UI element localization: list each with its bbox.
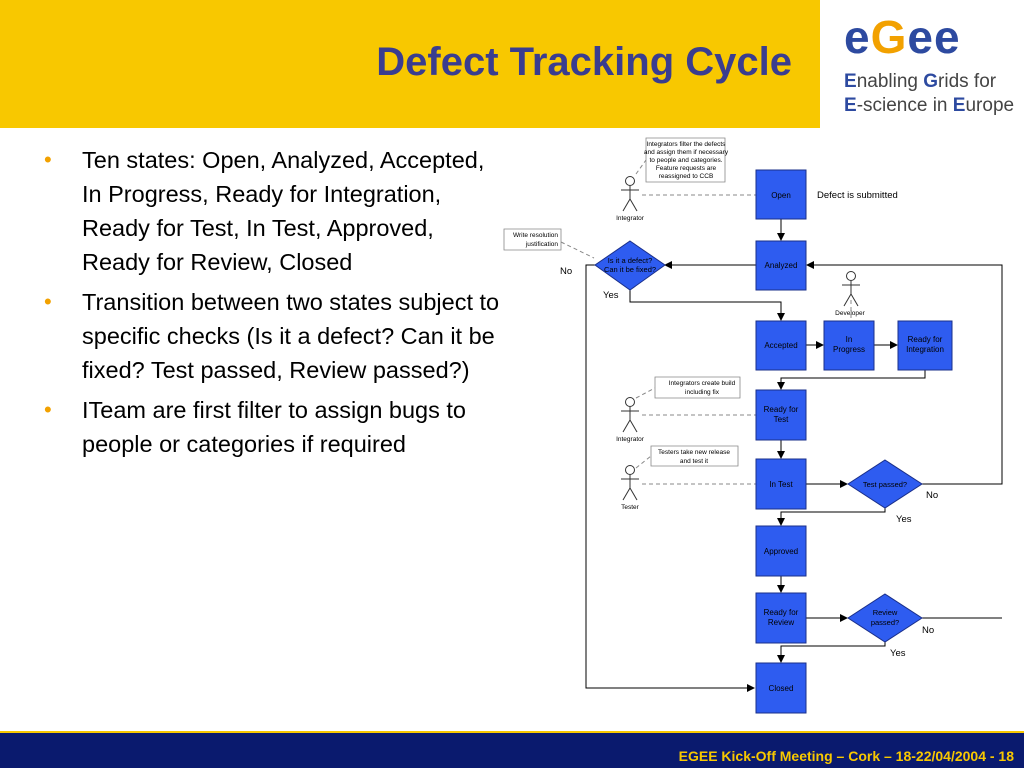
note-write-resolution: Write resolution justification xyxy=(503,228,562,251)
svg-text:Test passed?: Test passed? xyxy=(863,480,907,489)
decision-is-defect: Is it a defect? Can it be fixed? xyxy=(594,240,666,291)
svg-text:Accepted: Accepted xyxy=(764,341,797,350)
note-testers-take: Testers take new release and test it xyxy=(650,445,739,467)
state-ready-for-integration: Ready for Integration xyxy=(897,320,953,371)
footer-text: EGEE Kick-Off Meeting – Cork – 18-22/04/… xyxy=(678,748,1014,764)
state-analyzed: Analyzed xyxy=(755,240,807,291)
svg-text:and test it: and test it xyxy=(680,458,708,465)
no-label: No xyxy=(922,625,934,636)
association-lines xyxy=(560,159,852,485)
svg-text:Open: Open xyxy=(771,191,791,200)
svg-text:Integration: Integration xyxy=(906,345,944,354)
integrator-label: Integrator xyxy=(616,215,645,222)
svg-text:Ready for: Ready for xyxy=(764,405,799,414)
svg-text:passed?: passed? xyxy=(871,618,899,627)
svg-text:Ready for: Ready for xyxy=(908,335,943,344)
bullet-item: •ITeam are first filter to assign bugs t… xyxy=(44,393,500,461)
note-integrators-filter: Integrators filter the defects and assig… xyxy=(644,137,729,183)
svg-text:Can it be fixed?: Can it be fixed? xyxy=(604,265,656,274)
yes-label: Yes xyxy=(603,290,619,301)
state-in-progress: In Progress xyxy=(823,320,875,371)
bullet-list: •Ten states: Open, Analyzed, Accepted, I… xyxy=(44,143,500,467)
svg-text:In: In xyxy=(846,335,853,344)
svg-text:Review: Review xyxy=(768,618,794,627)
svg-text:Testers take new release: Testers take new release xyxy=(658,449,730,456)
logo-tagline-1: Enabling Grids for xyxy=(844,71,997,92)
footer-bar: EGEE Kick-Off Meeting – Cork – 18-22/04/… xyxy=(0,733,1024,768)
state-ready-for-test: Ready for Test xyxy=(755,389,807,441)
logo-g: G xyxy=(870,11,908,63)
svg-text:justification: justification xyxy=(525,241,559,248)
logo-wordmark: eGee xyxy=(844,14,961,60)
flow-connectors xyxy=(585,219,1003,692)
footer-accent-line xyxy=(0,731,1024,733)
yes-label: Yes xyxy=(896,514,912,525)
bullet-dot-icon: • xyxy=(44,147,52,172)
bullet-item: •Ten states: Open, Analyzed, Accepted, I… xyxy=(44,143,500,279)
state-ready-for-review: Ready for Review xyxy=(755,592,807,644)
svg-text:Closed: Closed xyxy=(769,684,794,693)
yes-label: Yes xyxy=(890,648,906,659)
developer-actor-icon xyxy=(842,271,860,307)
decision-test-passed: Test passed? xyxy=(847,459,923,509)
logo-tagline-2: E-science in Europe xyxy=(844,95,1015,116)
state-accepted: Accepted xyxy=(755,320,807,371)
svg-text:and assign them if necessary: and assign them if necessary xyxy=(644,149,729,156)
svg-text:including fix: including fix xyxy=(685,389,720,396)
integrator-actor-icon xyxy=(621,176,639,212)
svg-text:In Test: In Test xyxy=(769,480,793,489)
tester-label: Tester xyxy=(621,504,640,511)
integrator-label: Integrator xyxy=(616,436,645,443)
svg-text:to people and categories.: to people and categories. xyxy=(650,157,723,164)
svg-text:Review: Review xyxy=(873,608,898,617)
state-closed: Closed xyxy=(755,662,807,714)
svg-text:Feature requests are: Feature requests are xyxy=(656,165,717,172)
bullet-dot-icon: • xyxy=(44,289,52,314)
bullet-dot-icon: • xyxy=(44,397,52,422)
svg-text:Approved: Approved xyxy=(764,547,798,556)
no-label: No xyxy=(926,490,938,501)
tester-actor-icon xyxy=(621,465,639,501)
defect-flowchart: Open Analyzed Accepted In Progress Ready… xyxy=(503,137,1003,714)
svg-text:reassigned to CCB: reassigned to CCB xyxy=(659,173,714,180)
svg-text:Analyzed: Analyzed xyxy=(765,261,798,270)
svg-text:Ready for: Ready for xyxy=(764,608,799,617)
logo-e: e xyxy=(844,11,871,63)
developer-label: Developer xyxy=(835,310,865,317)
defect-submitted-label: Defect is submitted xyxy=(817,190,898,201)
decision-review-passed: Review passed? xyxy=(847,593,923,643)
state-open: Open xyxy=(755,169,807,220)
svg-text:Integrators create build: Integrators create build xyxy=(669,380,736,387)
state-approved: Approved xyxy=(755,525,807,577)
no-label: No xyxy=(560,266,572,277)
header-band xyxy=(0,0,820,128)
logo-ee: ee xyxy=(907,11,961,63)
integrator-actor-icon xyxy=(621,397,639,433)
svg-text:Progress: Progress xyxy=(833,345,865,354)
note-create-build: Integrators create build including fix xyxy=(654,376,741,399)
state-in-test: In Test xyxy=(755,458,807,510)
bullet-item: •Transition between two states subject t… xyxy=(44,285,500,387)
svg-text:Integrators filter the defects: Integrators filter the defects xyxy=(647,141,727,148)
svg-text:Write resolution: Write resolution xyxy=(513,232,558,239)
slide-title: Defect Tracking Cycle xyxy=(376,40,792,84)
svg-text:Is it a defect?: Is it a defect? xyxy=(608,256,653,265)
egee-logo: eGee Enabling Grids for E-science in Eur… xyxy=(820,0,1024,128)
svg-text:Test: Test xyxy=(774,415,789,424)
